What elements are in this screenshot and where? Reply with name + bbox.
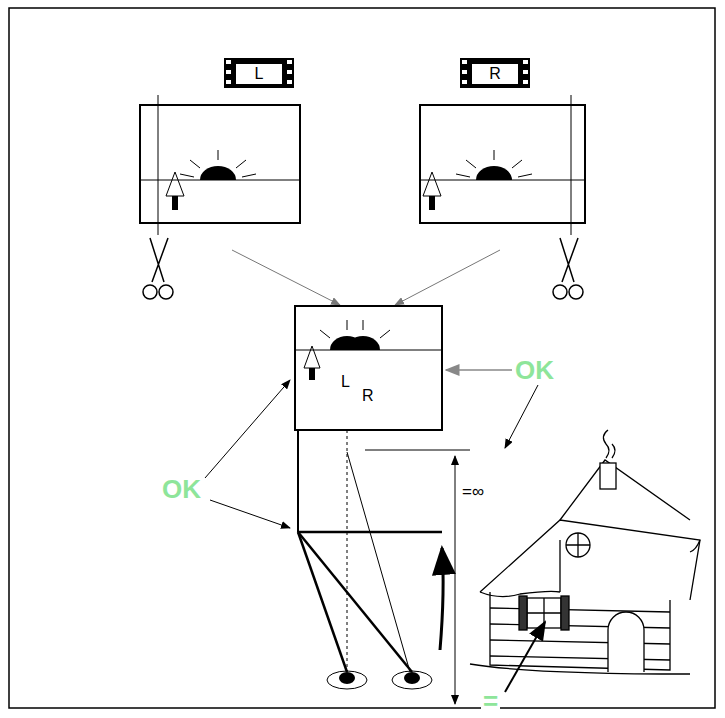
stereo-mount: LR xyxy=(294,305,443,431)
distance-label: =∞ xyxy=(461,482,485,501)
equals-note: = xyxy=(481,688,500,714)
frame-letter: L xyxy=(236,64,282,84)
frame-letter: R xyxy=(362,388,374,404)
ok-note: OK xyxy=(160,476,203,502)
frame-letter: R xyxy=(472,64,518,84)
frame-letter: L xyxy=(341,374,350,390)
film-frame: L xyxy=(234,62,284,86)
film-frame: R xyxy=(470,62,520,86)
ok-note: OK xyxy=(513,357,556,383)
